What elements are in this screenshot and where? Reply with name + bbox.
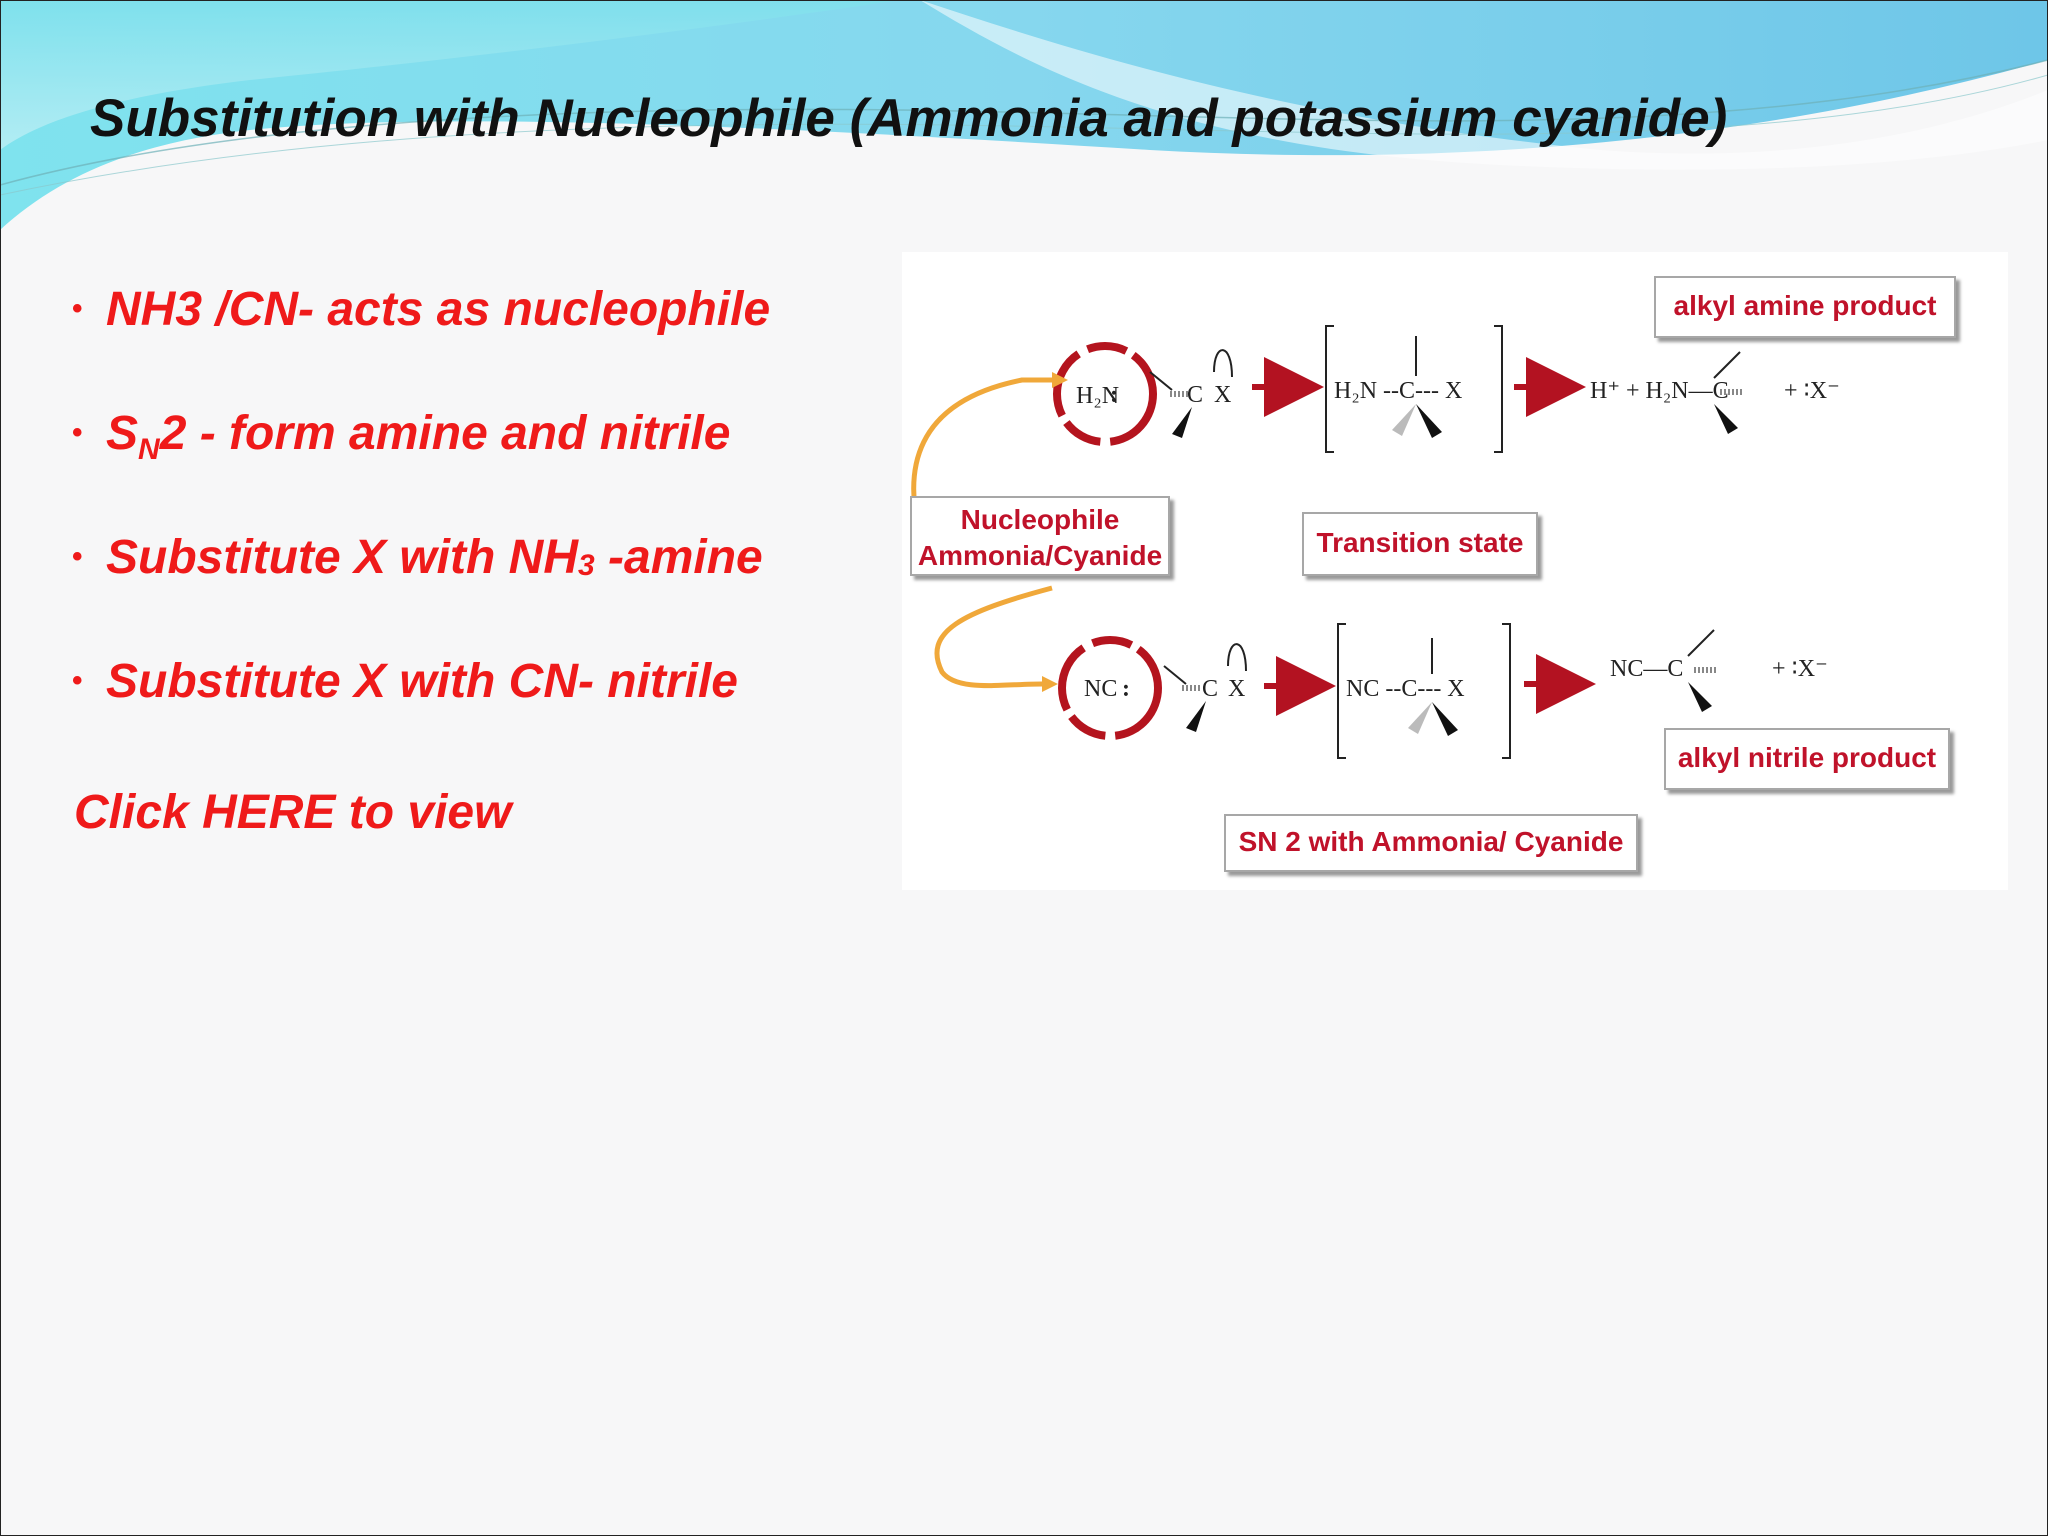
plus-x-bottom: + ∶X⁻ [1772, 656, 1828, 682]
transition-state-label: Transition state [1302, 512, 1538, 576]
nh3-subscript: 3 [577, 549, 595, 582]
sn2-caption-text: SN 2 with Ammonia/ Cyanide [1238, 826, 1624, 857]
alkyl-nitrile-text: alkyl nitrile product [1677, 742, 1937, 773]
nucleophile-line-2: Ammonia/Cyanide [917, 540, 1163, 571]
orange-link-bottom [934, 585, 1053, 689]
alkyl-nitrile-label: alkyl nitrile product [1664, 728, 1950, 790]
bullet-text: SN2 - form amine and nitrile [106, 406, 730, 467]
leaving-group-label: X [1214, 382, 1231, 408]
orange-arrowhead [1042, 676, 1058, 692]
wedge-bond [1172, 407, 1192, 438]
nucleophile-line-1: Nucleophile [960, 504, 1120, 535]
wedge-bond [1432, 702, 1458, 736]
curly-arrow [1213, 349, 1233, 378]
bottom-reaction: NC : C X NC --C--- X NC—C [1058, 623, 1828, 759]
click-here-link[interactable]: Click HERE to view [74, 786, 512, 839]
wedge-bond [1688, 682, 1712, 712]
slide-title: Substitution with Nucleophile (Ammonia a… [90, 89, 1728, 148]
bullet-item: • SN2 - form amine and nitrile [72, 406, 872, 530]
bond-line [1713, 351, 1741, 379]
bullet-dot: • [72, 292, 83, 325]
bond-line [1163, 665, 1187, 685]
lone-pair-dots: : [1122, 676, 1130, 702]
sn2-reaction-diagram: H₂N : C X H₂N --C--- X H⁺ + H₂N—C [902, 252, 2008, 890]
bullet-list: • NH3 /CN- acts as nucleophile • SN2 - f… [72, 282, 872, 778]
bullet-text: Substitute X with NH3 -amine [106, 530, 763, 585]
bullet-text: Substitute X with CN- nitrile [106, 655, 738, 708]
bullet-text: NH3 /CN- acts as nucleophile [106, 283, 771, 336]
header-wave-decoration [0, 0, 2048, 230]
bracket-right [1502, 623, 1511, 759]
nh3-rest: -amine [594, 531, 763, 584]
ts-bottom-label: NC --C--- X [1346, 676, 1465, 702]
alkyl-amine-label: alkyl amine product [1654, 276, 1956, 338]
wedge-bond [1186, 701, 1206, 732]
carbon-label: C [1187, 382, 1203, 408]
nh3-main: Substitute X with NH [106, 531, 578, 584]
plus-x-top: + ∶X⁻ [1784, 378, 1840, 404]
bullet-item: • Substitute X with CN- nitrile [72, 654, 872, 778]
sn2-rest: 2 - form amine and nitrile [159, 407, 731, 460]
product-top-label: H⁺ + H₂N—C [1590, 378, 1729, 404]
nc-label: NC [1084, 676, 1117, 702]
bracket-left [1337, 623, 1346, 759]
hashed-bond [1392, 404, 1416, 436]
leaving-group-label: X [1228, 676, 1245, 702]
wedge-bond [1416, 404, 1442, 438]
hashed-bond [1408, 702, 1432, 734]
orange-arrowhead [1052, 372, 1068, 388]
h2n-label: H₂N [1076, 383, 1119, 409]
sn2-s: S [106, 407, 139, 460]
carbon-label: C [1202, 676, 1218, 702]
bracket-left [1325, 325, 1334, 453]
nucleophile-label: Nucleophile Ammonia/Cyanide [910, 496, 1170, 576]
alkyl-amine-text: alkyl amine product [1673, 290, 1937, 321]
bracket-right [1494, 325, 1503, 453]
bullet-dot: • [72, 540, 83, 573]
top-reaction: H₂N : C X H₂N --C--- X H⁺ + H₂N—C [1053, 325, 1840, 453]
nucleophile-circle-top [1053, 342, 1157, 446]
bullet-dot: • [72, 416, 83, 449]
bullet-dot: • [72, 664, 83, 697]
wedge-bond [1714, 404, 1738, 434]
product-bottom-label: NC—C [1610, 656, 1683, 682]
reaction-scheme-svg: H₂N : C X H₂N --C--- X H⁺ + H₂N—C [911, 325, 1840, 759]
lone-pair-dots: : [1110, 382, 1118, 408]
sn2-subscript-n: N [138, 433, 160, 466]
transition-state-text: Transition state [1316, 527, 1524, 558]
ts-top-label: H₂N --C--- X [1334, 378, 1462, 404]
sn2-caption-label: SN 2 with Ammonia/ Cyanide [1224, 814, 1638, 872]
bond-line [1149, 371, 1173, 391]
bond-line [1687, 629, 1715, 657]
nucleophile-circle-bottom [1058, 636, 1162, 740]
bullet-item: • Substitute X with NH3 -amine [72, 530, 872, 654]
curly-arrow [1227, 643, 1247, 672]
bullet-item: • NH3 /CN- acts as nucleophile [72, 282, 872, 406]
